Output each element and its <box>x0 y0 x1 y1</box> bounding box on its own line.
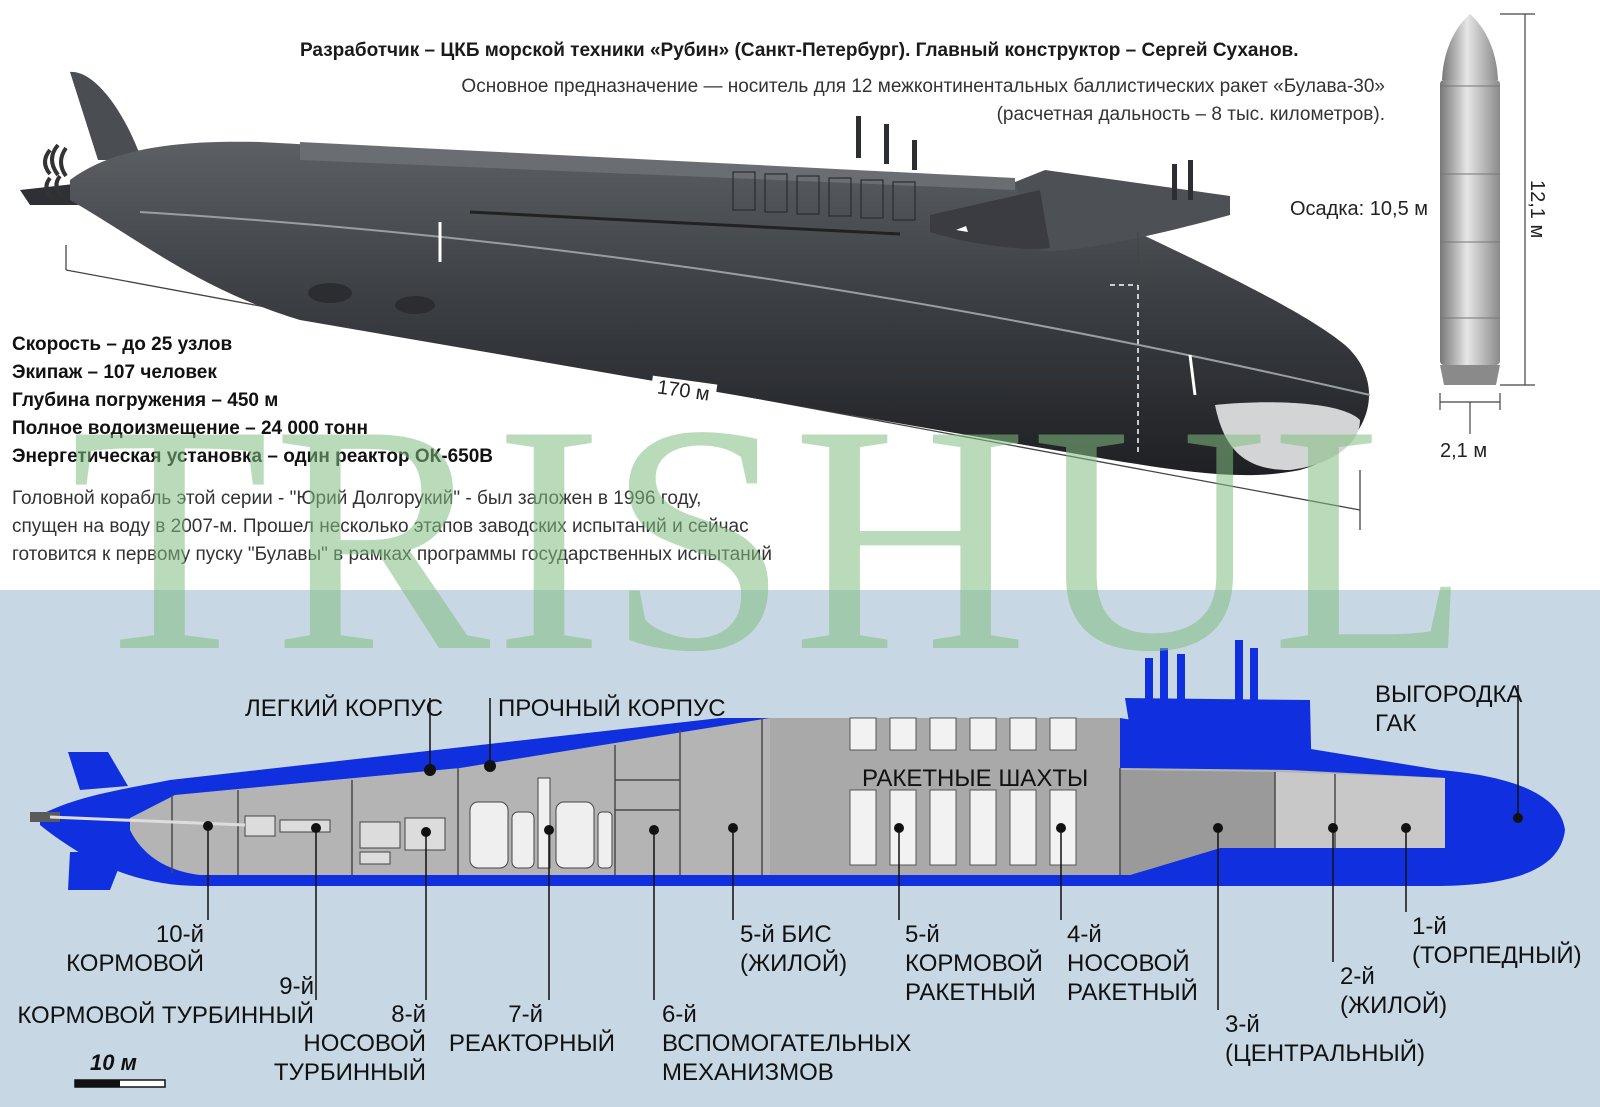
spec-depth: Глубина погружения – 450 м <box>12 390 279 411</box>
description-line2: спущен на воду в 2007-м. Прошел нескольк… <box>12 516 749 537</box>
spec-crew: Экипаж – 107 человек <box>12 362 217 383</box>
hull-stripe <box>469 210 901 236</box>
compartment-6-name-2: МЕХАНИЗМОВ <box>662 1059 834 1086</box>
compartment-6-number: 6-й <box>662 1001 697 1028</box>
compartment-5-name-2: РАКЕТНЫЙ <box>905 979 1036 1006</box>
compartment-3-number: 3-й <box>1225 1011 1260 1038</box>
compartment-2-number: 2-й <box>1340 963 1375 990</box>
reactor-machinery <box>469 777 613 869</box>
bow-compartments <box>1275 772 1445 848</box>
compartment-5-number: 5-й <box>905 921 940 948</box>
compartment-5-name-1: КОРМОВОЙ <box>905 950 1043 977</box>
compartment-10-name: КОРМОВОЙ <box>66 950 204 977</box>
sail-cutaway <box>1125 698 1312 790</box>
purpose-text-line1: Основное предназначение — носитель для 1… <box>461 76 1385 97</box>
hull-sonar-fairing <box>395 296 435 314</box>
submarine-cutaway-diagram <box>30 640 1565 1088</box>
waterline <box>139 211 1371 396</box>
compartment-9-name: КОРМОВОЙ ТУРБИННЫЙ <box>17 1002 314 1029</box>
spec-speed: Скорость – до 25 узлов <box>12 334 233 355</box>
compartment-7-number: 7-й <box>508 1001 543 1028</box>
propeller-shaft-line <box>49 815 246 827</box>
hull-mark <box>1188 354 1197 396</box>
propeller <box>43 143 68 200</box>
compartment-10-number: 10-й <box>155 921 204 948</box>
compartment-8-name-2: ТУРБИННЫЙ <box>273 1059 426 1086</box>
compartment-7-name: РЕАКТОРНЫЙ <box>448 1030 615 1057</box>
missile-diameter-label: 2,1 м <box>1440 440 1488 462</box>
rudder-lower <box>68 852 125 890</box>
compartment-6-name-1: ВСПОМОГАТЕЛЬНЫХ <box>662 1030 912 1057</box>
bulkheads <box>171 718 1336 875</box>
scale-bar <box>74 1079 166 1088</box>
draft-label: Осадка: 10,5 м <box>1290 198 1429 220</box>
light-hull-label: ЛЕГКИЙ КОРПУС <box>245 695 444 722</box>
leader-lines <box>207 685 1519 1010</box>
sail-side <box>930 190 1050 249</box>
missile-dimension-lines <box>1439 13 1535 434</box>
central-compartment <box>1120 770 1275 875</box>
description-line3: готовится к первому пуску "Булавы" в рам… <box>12 544 772 565</box>
sonar-label-line2: ГАК <box>1375 710 1417 737</box>
compartment-9-number: 9-й <box>279 973 314 1000</box>
sonar-label-line1: ВЫГОРОДКА <box>1375 681 1523 708</box>
submarine-exterior-illustration <box>20 13 1535 530</box>
missile-hatches <box>732 171 916 221</box>
compartment-4-number: 4-й <box>1067 921 1102 948</box>
spec-power-plant: Энергетическая установка – один реактор … <box>12 446 494 467</box>
draft-dimension-line <box>1110 284 1139 452</box>
scale-label: 10 м <box>90 1050 137 1075</box>
bow-highlight <box>1215 402 1360 470</box>
compartment-2-name: (ЖИЛОЙ) <box>1340 992 1448 1019</box>
compartment-4-name-1: НОСОВОЙ <box>1067 950 1190 977</box>
missile-silos-label: РАКЕТНЫЕ ШАХТЫ <box>862 765 1089 792</box>
bulava-missile-illustration <box>1440 14 1500 385</box>
description-line1: Головной корабль этой серии - "Юрий Долг… <box>12 488 702 509</box>
propeller-shaft <box>30 812 60 822</box>
compartment-3-name: (ЦЕНТРАЛЬНЫЙ) <box>1225 1040 1426 1067</box>
sail-light <box>956 226 968 232</box>
periscope-masts <box>856 116 1193 200</box>
compartment-1-name: (ТОРПЕДНЫЙ) <box>1412 942 1582 969</box>
compartment-5bis-name: (ЖИЛОЙ) <box>740 950 848 977</box>
spec-displacement: Полное водоизмещение – 24 000 тонн <box>12 418 368 439</box>
compartment-8-name-1: НОСОВОЙ <box>303 1030 426 1057</box>
compartment-5bis-number: 5-й БИС <box>740 921 832 948</box>
cutaway-section: ЛЕГКИЙ КОРПУС ПРОЧНЫЙ КОРПУС РАКЕТНЫЕ ША… <box>0 590 1600 1107</box>
missile-height-label: 12,1 м <box>1526 180 1548 239</box>
top-section: Разработчик – ЦКБ морской техники «Рубин… <box>12 13 1548 565</box>
compartment-4-name-2: РАКЕТНЫЙ <box>1067 979 1198 1006</box>
pressure-hull-label: ПРОЧНЫЙ КОРПУС <box>498 695 726 722</box>
purpose-text-line2: (расчетная дальность – 8 тыс. километров… <box>996 104 1385 125</box>
rudder-upper <box>68 752 128 790</box>
compartment-8-number: 8-й <box>391 1001 426 1028</box>
turbine-machinery <box>244 815 446 865</box>
tail-fin <box>70 71 158 160</box>
compartment-1-number: 1-й <box>1412 913 1447 940</box>
sail-masts <box>1145 640 1258 700</box>
developer-text: Разработчик – ЦКБ морской техники «Рубин… <box>300 40 1299 61</box>
hull-sonar-fairing <box>308 283 352 303</box>
